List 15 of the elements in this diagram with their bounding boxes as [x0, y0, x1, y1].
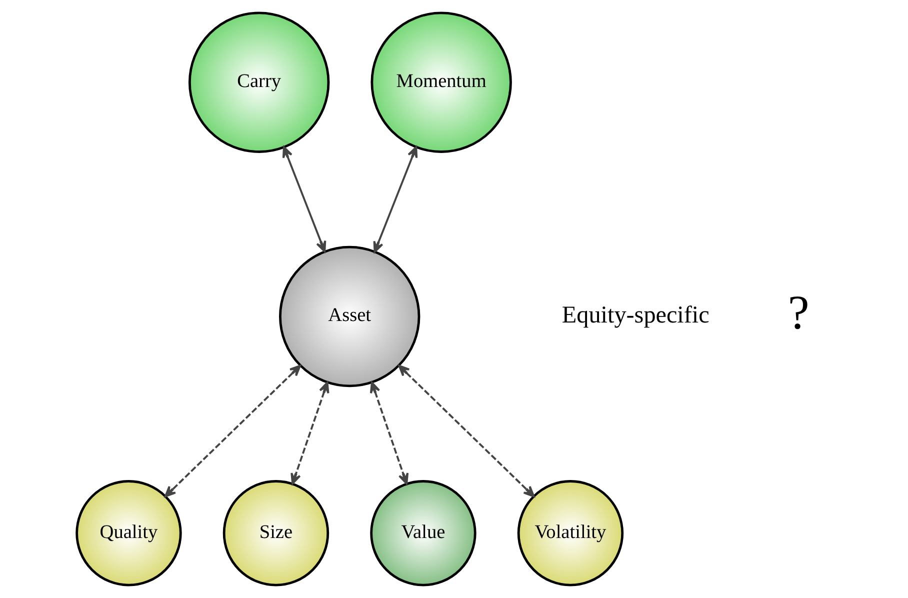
arrow — [373, 146, 418, 253]
arrow — [290, 382, 330, 485]
node-circle: Volatility — [517, 480, 624, 586]
node-circle: Size — [222, 480, 330, 586]
node-circle: Value — [370, 480, 476, 586]
node-circle: Momentum — [370, 12, 512, 153]
arrow — [282, 146, 326, 252]
node-circle: Carry — [188, 12, 330, 153]
label: Equity-specific — [562, 302, 710, 329]
label: ? — [788, 286, 810, 340]
arrow — [164, 364, 301, 498]
arrow — [398, 364, 535, 498]
node-circle: Asset — [279, 246, 420, 388]
arrow — [370, 382, 409, 485]
node-circle: Quality — [76, 480, 182, 586]
